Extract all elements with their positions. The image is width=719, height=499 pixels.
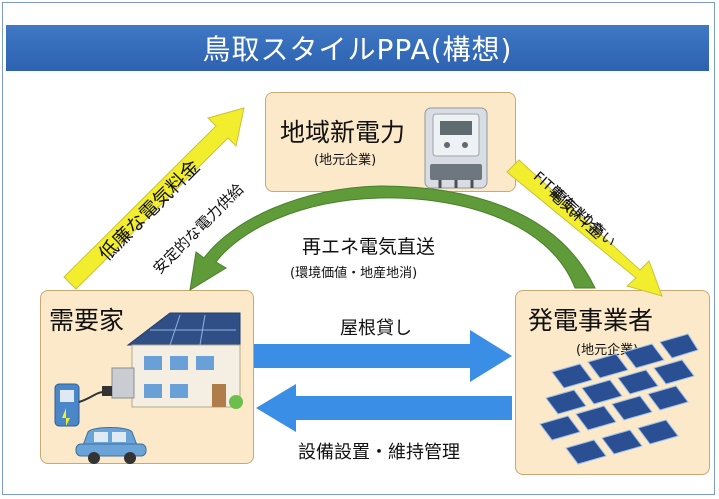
low-price-arrow [63,107,245,290]
electric-meter-icon [424,107,488,189]
retailer-name: 地域新電力 [280,118,406,147]
car-icon [75,427,147,464]
retailer-subtitle: (地元企業) [314,153,377,168]
renewable-subtitle: (環境価値・地産地消) [290,266,418,281]
maintenance-arrow [256,384,512,432]
fit-price-arrow [506,159,663,297]
diagram-title-bar: 鳥取スタイルPPA(構想) [6,25,709,71]
diagram-title: 鳥取スタイルPPA(構想) [202,33,513,66]
ev-charger-icon [54,383,112,427]
generator-name: 発電事業者 [528,306,654,335]
renewable-label: 再エネ電気直送 [302,236,436,258]
maintenance-label: 設備設置・維持管理 [298,442,460,463]
roof-rental-label: 屋根貸し [340,318,412,339]
consumer-name: 需要家 [49,306,125,335]
solar-panel-array-icon [539,333,699,465]
renewable-flow-arrow [189,185,596,291]
roof-rental-arrow [254,330,512,382]
generator-subtitle: (地元企業) [576,343,639,358]
house-solar-icon [111,312,243,409]
